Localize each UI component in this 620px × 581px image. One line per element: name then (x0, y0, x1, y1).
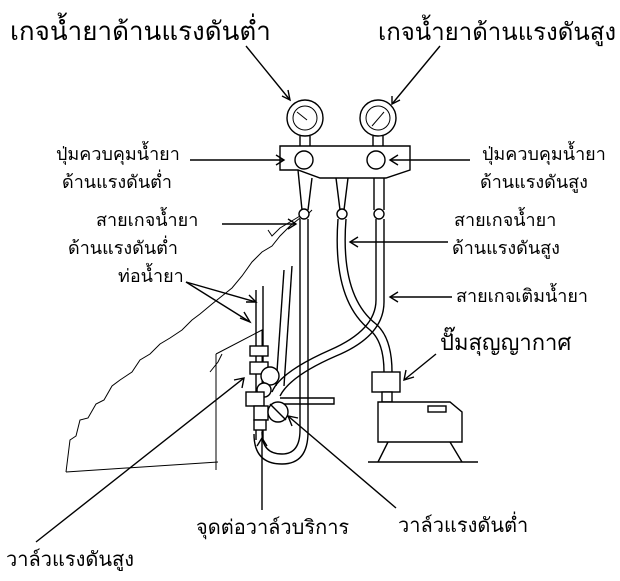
low-knob (294, 150, 314, 170)
label-service-port: จุดต่อวาล์วบริการ (196, 515, 349, 540)
hoses (253, 218, 393, 465)
label-low-gauge: เกจน้ำยาด้านแรงดันต่ำ (10, 12, 271, 47)
label-low-knob-line2: ด้านแรงดันต่ำ (62, 169, 172, 193)
high-knob (366, 150, 386, 170)
label-low-valve: วาล์วแรงดันต่ำ (398, 511, 528, 537)
label-high-hose-line2: ด้านแรงดันสูง (452, 238, 560, 259)
low-pressure-gauge (286, 99, 324, 137)
label-high-hose-line1: สายเกจน้ำยา (454, 207, 556, 231)
labels: เกจน้ำยาด้านแรงดันต่ำ เกจน้ำยาด้านแรงดัน… (6, 12, 616, 572)
arrows (35, 45, 470, 543)
label-low-hose-line1: สายเกจน้ำยา (96, 207, 198, 231)
label-high-knob-line2: ด้านแรงดันสูง (480, 172, 588, 193)
label-high-gauge: เกจน้ำยาด้านแรงดันสูง (378, 14, 616, 47)
wall (65, 209, 313, 473)
label-high-knob-line1: ปุ่มควบคุมน้ำยา (482, 141, 606, 165)
label-vacuum-pump: ปั๊มสุญญากาศ (440, 326, 571, 356)
vacuum-pump (368, 371, 478, 463)
label-charge-hose: สายเกจเติมน้ำยา (456, 283, 588, 307)
label-low-knob-line1: ปุ่มควบคุมน้ำยา (56, 141, 180, 165)
service-valves (245, 345, 289, 431)
label-high-valve: วาล์วแรงดันสูง (6, 547, 134, 572)
label-low-hose-line2: ด้านแรงดันต่ำ (68, 235, 178, 259)
high-pressure-gauge (359, 99, 397, 137)
label-refrigerant-pipe: ท่อน้ำยา (118, 263, 184, 287)
manifold-gauge-set (279, 99, 411, 220)
